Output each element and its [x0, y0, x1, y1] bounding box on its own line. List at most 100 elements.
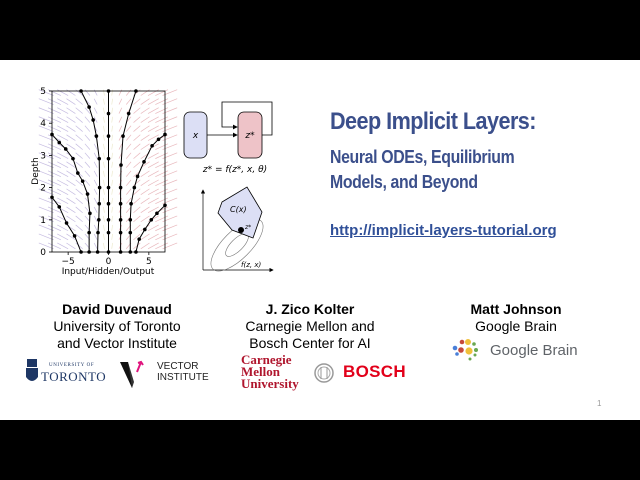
implicit-layer-diagram: x z* z* = f(z*, x, θ) C(x) z* f(z, x) — [183, 101, 274, 273]
set-label: C(x) — [230, 205, 247, 214]
vector-field-arrow — [140, 206, 150, 214]
vector-field-arrow — [111, 188, 113, 195]
vector-field-arrow — [38, 179, 54, 186]
vector-field-arrow — [38, 98, 54, 105]
trajectory-3-point — [97, 185, 102, 190]
author-affiliation: and Vector Institute — [57, 335, 177, 351]
vector-field-arrow — [147, 98, 159, 105]
trajectory-6-point — [142, 160, 146, 164]
vector-field-arrow — [57, 242, 69, 250]
trajectory-2-point — [87, 230, 91, 235]
vector-field-arrow — [140, 233, 150, 241]
vector-field-arrow — [147, 125, 159, 132]
trajectory-7-point — [137, 237, 141, 241]
vector-field-arrow — [47, 152, 62, 159]
vector-field-arrow — [57, 170, 69, 177]
vector-field-arrow — [155, 242, 169, 250]
vector-field-arrow — [133, 188, 141, 195]
vector-field-arrow — [38, 224, 54, 232]
vector-field-arrow — [133, 152, 141, 159]
vector-field-arrow — [103, 134, 105, 141]
vector-field-arrow — [93, 206, 98, 213]
vector-field-arrow — [125, 188, 132, 195]
vector-field-arrow — [133, 134, 141, 141]
vector-field-arrow — [133, 197, 141, 204]
vector-field-arrow — [111, 224, 113, 231]
trajectory-6-point — [128, 250, 133, 254]
y-tick-label: 5 — [40, 87, 46, 97]
vector-field-arrow — [47, 224, 62, 232]
vector-field-arrow — [155, 116, 169, 123]
vector-field-arrow — [155, 125, 169, 132]
vector-field-arrow — [111, 179, 113, 186]
equation: z* = f(z*, x, θ) — [202, 165, 267, 175]
vector-field-arrow — [103, 233, 105, 240]
vector-field-arrow — [147, 233, 159, 241]
vector-field-arrow — [118, 107, 123, 114]
vector-field-arrow — [111, 161, 113, 168]
vector-field-arrow — [75, 188, 83, 195]
vector-field-arrow — [155, 215, 169, 223]
author-affiliation: Google Brain — [475, 318, 557, 334]
vector-field-arrow — [47, 116, 62, 123]
vector-v-icon — [120, 360, 144, 388]
vector-field-arrow — [57, 197, 69, 205]
vector-field-arrow — [47, 143, 62, 150]
vector-field-arrow — [38, 116, 54, 123]
vector-field-arrow — [66, 134, 76, 141]
tutorial-link[interactable]: http://implicit-layers-tutorial.org — [330, 222, 557, 239]
trajectory-6-line — [129, 134, 166, 252]
trajectory-6-point — [163, 132, 167, 137]
trajectory-4-point — [106, 218, 111, 222]
vector-field-arrow — [155, 143, 169, 150]
trajectory-6-point — [150, 143, 154, 148]
vector-field-arrow — [125, 152, 132, 159]
vector-field-arrow — [84, 197, 91, 204]
z-box-label: z* — [244, 131, 255, 141]
trajectory-4-point — [106, 89, 111, 93]
trajectory-3-point — [95, 250, 100, 254]
vector-field-arrow — [155, 161, 169, 168]
vector-field-arrow — [103, 98, 105, 105]
y-tick-label: 3 — [40, 151, 46, 161]
vector-field-arrow — [84, 107, 91, 114]
trajectory-1-point — [79, 250, 83, 254]
vector-field-arrow — [84, 206, 91, 213]
vector-field-arrow — [155, 224, 169, 232]
trajectory-1-point — [50, 195, 54, 200]
vector-field-arrow — [38, 206, 54, 214]
vector-field-arrow — [111, 215, 113, 222]
vector-field-arrow — [147, 134, 159, 141]
vector-field-arrow — [38, 233, 54, 241]
vector-field-arrow — [66, 116, 76, 123]
vector-field-arrow — [140, 197, 150, 204]
vector-field-arrow — [103, 224, 105, 231]
vector-field-arrow — [93, 179, 98, 186]
vector-field-arrow — [75, 179, 83, 186]
trajectory-1-point — [64, 221, 69, 225]
vector-field-arrow — [75, 98, 83, 105]
author-name: David Duvenaud — [62, 301, 172, 317]
vector-field-arrow — [38, 125, 54, 132]
vector-field-arrow — [57, 98, 69, 105]
vector-field-arrow — [111, 107, 113, 114]
author-johnson: Matt Johnson Google Brain — [416, 301, 616, 335]
vector-institute-logo: VECTOR INSTITUTE — [120, 356, 210, 390]
vector-field-arrow — [93, 89, 98, 96]
vector-field-arrow — [66, 170, 76, 177]
vector-field-arrow — [147, 197, 159, 205]
vector-field-arrow — [66, 89, 76, 96]
x-axis-label: Input/Hidden/Output — [62, 267, 155, 277]
x-tick-label: 5 — [146, 257, 152, 267]
vector-field-arrow — [66, 206, 76, 214]
vector-field-arrow — [66, 233, 76, 241]
feedback-arrow — [221, 101, 273, 136]
vector-field-arrow — [38, 215, 54, 223]
vector-field-arrow — [103, 125, 105, 132]
vector-field-arrow — [57, 134, 69, 141]
vector-field-arrow — [47, 206, 62, 214]
vector-field-arrow — [47, 242, 62, 250]
vector-field-arrow — [75, 107, 83, 114]
